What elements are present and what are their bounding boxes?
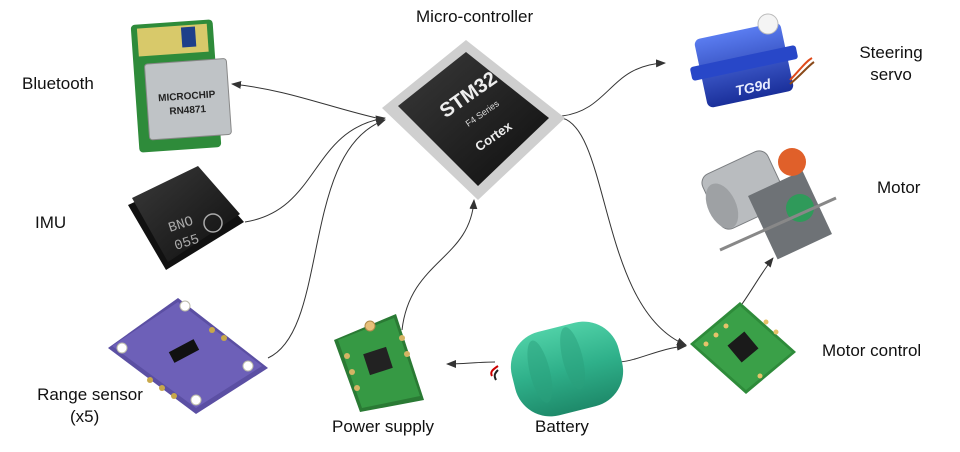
- svg-text:BNO: BNO: [167, 214, 196, 237]
- arrow-imu-to-mcu: [244, 115, 386, 223]
- label-battery: Battery: [535, 417, 589, 436]
- label-motor-control: Motor control: [822, 341, 922, 360]
- arrow-power-to-mcu: [401, 199, 478, 331]
- connections: [231, 59, 774, 368]
- power-supply-board-image: [334, 314, 424, 412]
- svg-text:TG9d: TG9d: [734, 75, 773, 98]
- label-steering-servo-line2: servo: [870, 65, 912, 84]
- label-range-sensor-line2: (x5): [70, 407, 100, 426]
- label-motor: Motor: [877, 178, 921, 197]
- label-mcu: Micro-controller: [416, 7, 534, 26]
- svg-text:RN4871: RN4871: [169, 104, 207, 118]
- arrow-mcu-to-bluetooth: [231, 80, 386, 121]
- arrow-mcu-to-motorcontrol: [561, 117, 687, 346]
- svg-text:055: 055: [173, 232, 202, 255]
- arrow-range-to-mcu: [267, 119, 386, 359]
- microcontroller-chip-image: STM32 F4 Series Cortex: [382, 40, 565, 200]
- label-range-sensor: Range sensor (x5): [30, 384, 150, 428]
- bluetooth-module-image: MICROCHIP RN4871: [130, 19, 232, 153]
- label-imu: IMU: [35, 213, 67, 232]
- label-steering-servo-line1: Steering: [859, 43, 923, 62]
- imu-chip-image: BNO 055: [128, 166, 244, 270]
- battery-pack-image: [490, 321, 624, 417]
- arrow-mcu-to-servo: [561, 59, 666, 117]
- steering-servo-image: TG9d: [690, 13, 815, 108]
- arrow-motorcontrol-to-motor: [741, 257, 774, 305]
- motor-control-board-image: [690, 302, 796, 394]
- range-sensor-board-image: [108, 298, 268, 414]
- label-range-sensor-line1: Range sensor: [37, 385, 143, 404]
- label-bluetooth: Bluetooth: [22, 74, 94, 93]
- svg-text:MICROCHIP: MICROCHIP: [158, 89, 216, 104]
- motor-gearbox-image: [701, 148, 837, 260]
- arrow-battery-to-power: [446, 359, 496, 368]
- arrow-battery-to-motorcontrol: [619, 342, 687, 363]
- label-power-supply: Power supply: [332, 417, 435, 436]
- label-steering-servo: Steering servo: [846, 42, 936, 86]
